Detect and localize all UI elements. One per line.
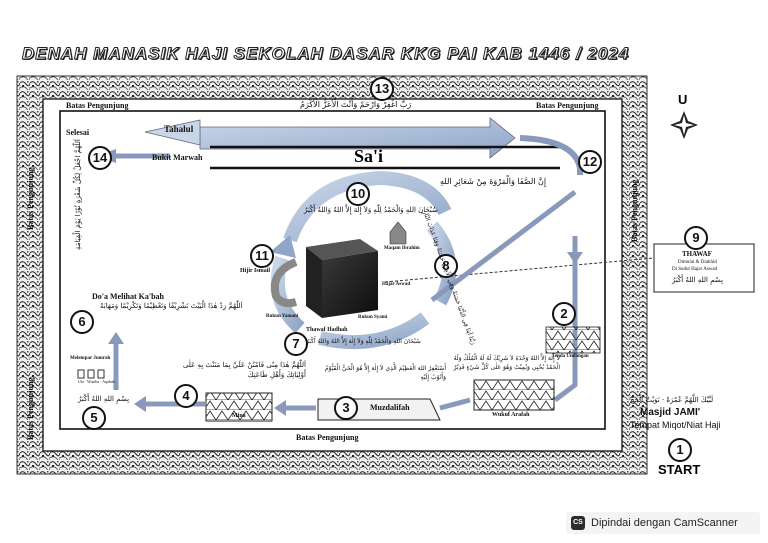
sai-label: Sa'i <box>354 146 384 166</box>
batas-top-right: Batas Pengunjung <box>536 101 599 110</box>
page-title: DENAH MANASIK HAJI SEKOLAH DASAR KKG PAI… <box>22 44 630 64</box>
jumrah-ula <box>77 369 85 379</box>
station-1-badge: 1 <box>668 438 692 462</box>
sai-link-arrow <box>430 190 577 302</box>
station-6-doa: اَللّٰهُمَّ زِدْ هٰذَا الْبَيْتَ تَشْرِي… <box>100 302 243 310</box>
jumrah-doa: بِسْمِ اللهِ اللهُ أَكْبَرُ <box>78 395 130 403</box>
batas-top-left: Batas Pengunjung <box>66 101 129 110</box>
station-8-badge: 8 <box>434 254 458 278</box>
arrow-to-muzdalifah <box>439 397 471 411</box>
camscanner-text: Dipindai dengan CamScanner <box>591 517 738 529</box>
jumrah-aqabah <box>97 369 105 379</box>
mina-label: Mina <box>232 413 246 419</box>
arrow-mina-head <box>274 400 286 416</box>
masjid-label: Masjid JAMI' <box>640 407 701 418</box>
arrow-jumrah-head <box>134 396 146 412</box>
camscanner-icon: CS <box>571 516 585 530</box>
thawaf-arc-bottom <box>318 312 430 350</box>
kaabah-side <box>322 251 378 318</box>
compass-icon <box>670 111 698 139</box>
wukuf-box <box>473 379 555 411</box>
station-13-badge: 13 <box>370 77 394 101</box>
station-4-badge: 4 <box>174 384 198 408</box>
tenda-label: Tenda Undangan <box>552 354 589 359</box>
jumrah-wustha <box>87 369 95 379</box>
batas-left-upper: Batas Pengunjung <box>26 167 35 230</box>
kaabah-top <box>306 239 378 260</box>
station-10-badge: 10 <box>346 182 370 206</box>
station-9-badge: 9 <box>684 226 708 250</box>
station-11-badge: 11 <box>250 244 274 268</box>
thawaf-arc-top <box>283 170 452 243</box>
maqam-shape <box>389 221 407 245</box>
miqot-label: Tempat Miqot/Niat Haji <box>630 420 721 430</box>
jumrah-sub: Ula · Wustha · Aqabah <box>78 379 115 384</box>
thawaf-label: THAWAF <box>682 250 712 258</box>
camscanner-badge: CS Dipindai dengan CamScanner <box>566 512 760 534</box>
station-2-badge: 2 <box>552 302 576 326</box>
wukuf-doa: لاَ إِلٰهَ إِلاَّ اللهُ وَحْدَهُ لاَ شَر… <box>453 355 560 371</box>
station-14-doa: اَللّٰهُمَّ اجْعَلْ لِكُلِّ شَعْرَةٍ نُو… <box>74 139 82 250</box>
tahalul-label: Tahalul <box>164 124 194 134</box>
mina-box <box>205 392 273 422</box>
station-6-badge: 6 <box>70 310 94 334</box>
station-5-badge: 5 <box>82 406 106 430</box>
hijir-ismail-label: Hijir Ismail <box>240 268 271 274</box>
doa-kabah-label: Do'a Melihat Ka'bah <box>92 292 165 301</box>
thawaf-callout-box <box>653 243 755 293</box>
jumrah-label: Melempar Jumrah <box>70 356 111 361</box>
batas-right: Batas Pengunjung <box>630 179 639 242</box>
selesai-label: Selesai <box>66 128 90 137</box>
station-13-doa: رَبِّ اغْفِرْ وَارْحَمْ وَأَنْتَ الْأَعَ… <box>300 100 412 109</box>
thawaf-doa: بِسْمِ اللهِ اللهُ أَكْبَرُ <box>672 276 724 284</box>
batas-left-lower: Batas Pengunjung <box>26 377 35 440</box>
bukit-marwah-label: Bukit Marwah <box>152 153 203 162</box>
muzdalifah-doa: أَسْتَغْفِرُ اللهَ الْعَظِيْمَ الَّذِي ل… <box>324 365 446 381</box>
thawaf-line1: Dimulai & Diakhiri <box>678 260 718 265</box>
hajar-aswad-label: Hajar Aswad <box>382 282 411 287</box>
path-right-down <box>553 236 578 402</box>
station-12-doa: إِنَّ الصَّفَا وَالْمَرْوَةَ مِنْ شَعَائ… <box>440 177 547 186</box>
start-label: START <box>658 462 701 477</box>
station-3-badge: 3 <box>334 396 358 420</box>
rukun-syami-label: Rukun Syami <box>358 315 388 320</box>
kaabah-front <box>306 247 322 318</box>
station-1-doa: لَبَّيْكَ اللَّهُمَّ عُمْرَةً · نَوَيْتُ… <box>630 396 714 404</box>
station-14-badge: 14 <box>88 146 112 170</box>
station-12-badge: 12 <box>578 150 602 174</box>
thawaf-pointer-line <box>384 257 655 283</box>
rukun-yamani-label: Rukun Yamani <box>266 314 299 319</box>
tenda-box <box>545 326 601 354</box>
mina-doa: اَللّٰهُمَّ هٰذَا مِنًى فَامْنُنْ عَلَيَ… <box>182 361 306 379</box>
thawaf-arrowhead <box>270 235 296 258</box>
path-right-down-arrow <box>567 252 583 264</box>
thawaf-line2: Di Sudut Hajar Aswad <box>672 267 718 272</box>
maqam-label: Maqam Ibrahim <box>384 246 420 251</box>
tahalul-arrow <box>144 119 201 146</box>
arrow-doa-head <box>108 332 124 344</box>
thawaf-ifadhah-label: Thawaf Ifadhah <box>306 327 348 333</box>
station-7-badge: 7 <box>284 332 308 356</box>
hijir-ismail-shape <box>271 258 298 308</box>
muzdalifah-label: Muzdalifah <box>370 403 410 412</box>
station-10-doa: سُبْحَانَ اللهِ وَالْحَمْدُ لِلّٰهِ وَلا… <box>304 206 438 214</box>
batas-bottom: Batas Pengunjung <box>296 433 359 442</box>
wukuf-label: Wukuf Arafah <box>492 412 530 418</box>
inner-border <box>59 110 606 430</box>
compass-label: U <box>678 92 688 107</box>
station-7-doa: سُبْحَانَ اللهِ وَالْحَمْدُ لِلّٰهِ وَلا… <box>306 338 421 345</box>
